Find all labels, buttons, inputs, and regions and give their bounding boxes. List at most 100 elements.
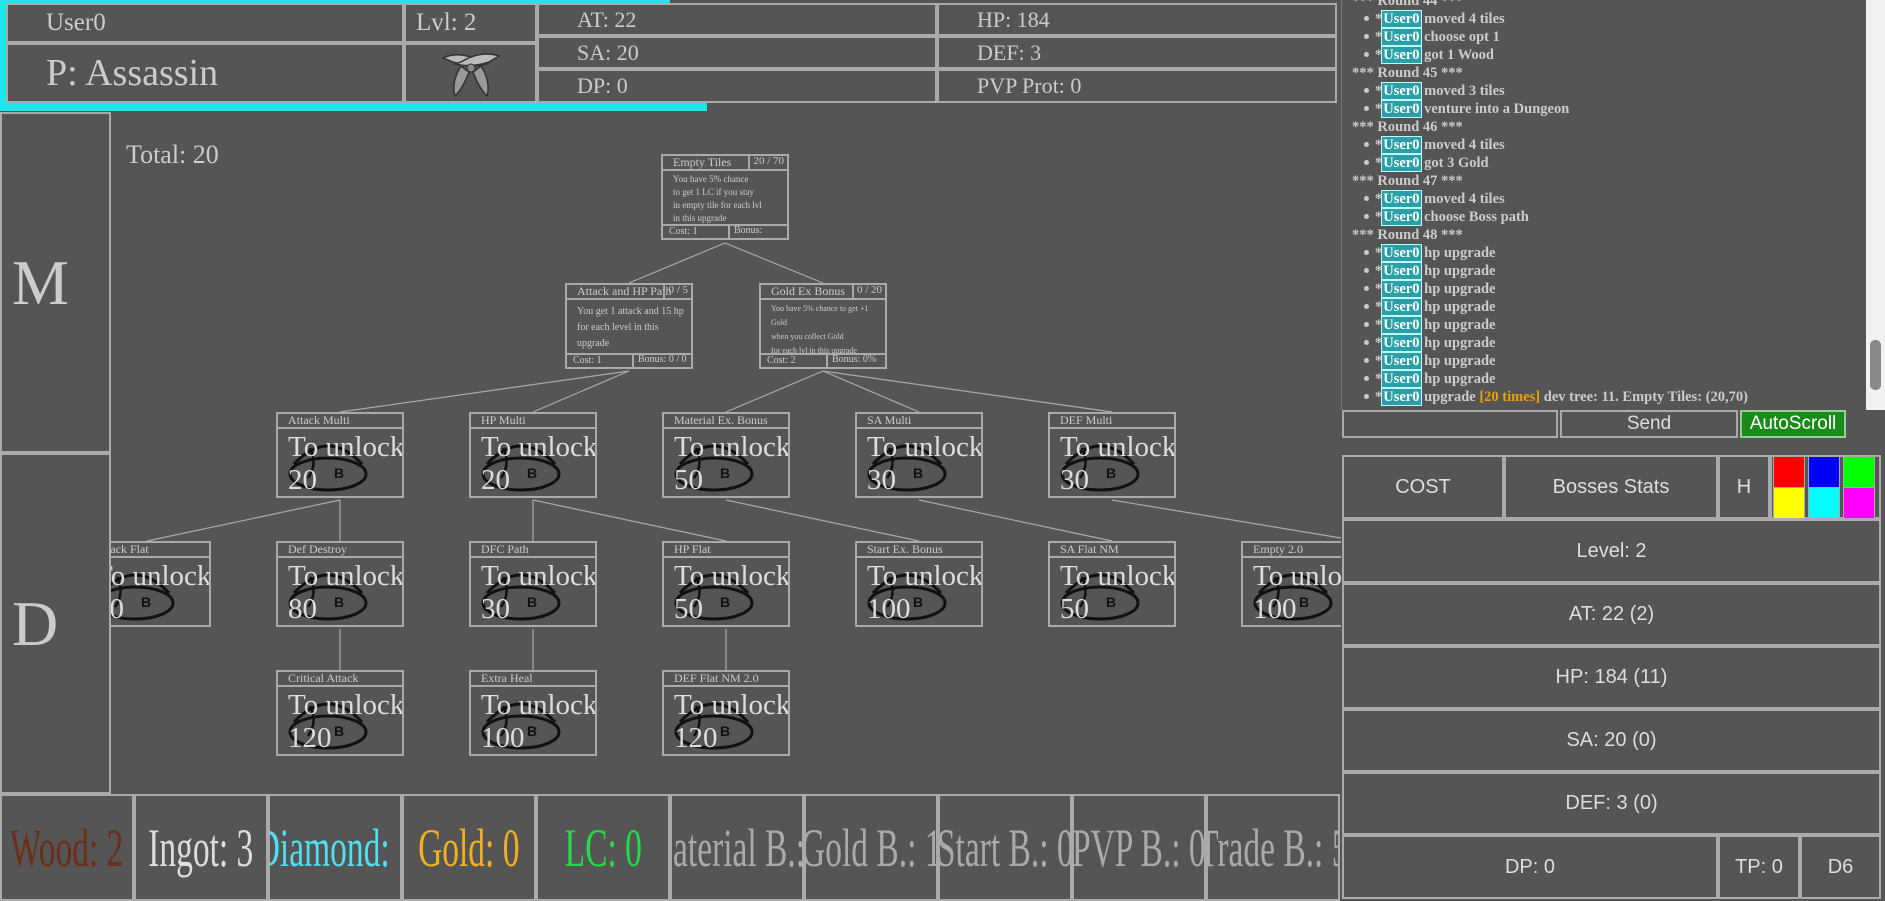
resource-gold: Gold: 0 (402, 794, 536, 901)
chat-round-line: *** Round 44 *** (1352, 0, 1885, 10)
color-swatch[interactable] (1773, 487, 1805, 519)
chat-line: *User0 moved 4 tiles (1352, 136, 1885, 154)
tab-bosses-stats[interactable]: Bosses Stats (1504, 455, 1718, 519)
chat-log[interactable]: *** Round 44 ****User0 moved 4 tiles*Use… (1341, 0, 1885, 410)
node-description: You have 5% chance to get +1 Gold when y… (771, 304, 869, 355)
chat-input[interactable] (1342, 410, 1558, 438)
chat-scrollbar[interactable] (1866, 0, 1885, 410)
chat-user-tag[interactable]: User0 (1381, 208, 1422, 226)
bullet (1364, 214, 1369, 220)
chat-user-tag[interactable]: User0 (1381, 334, 1422, 352)
lock-label: To unlock (1060, 431, 1176, 463)
bullet (1364, 16, 1369, 22)
chat-user-tag[interactable]: User0 (1381, 370, 1422, 388)
resource-gold-b: Gold B.: 1 (804, 794, 938, 901)
chat-user-tag[interactable]: User0 (1381, 10, 1422, 28)
chat-user-tag[interactable]: User0 (1381, 352, 1422, 370)
chat-text: got 3 Gold (1424, 155, 1489, 171)
chat-user-tag[interactable]: User0 (1381, 280, 1422, 298)
svg-text:B: B (720, 465, 730, 481)
tab-cost[interactable]: COST (1342, 455, 1504, 519)
lock-label: To unlock (867, 431, 983, 463)
unlock-cost: 50 (1060, 593, 1089, 625)
tab-d[interactable]: D (0, 453, 111, 794)
color-swatch[interactable] (1843, 487, 1875, 519)
crossed-daggers-icon (440, 53, 501, 98)
chat-times: [20 times] (1479, 389, 1541, 405)
tree-total: Total: 20 (126, 140, 219, 169)
node-count: 20 / 70 (748, 156, 787, 169)
chat-line: *User0 hp upgrade (1352, 316, 1885, 334)
resource-pvp-b: PVP B.: 0 (1072, 794, 1206, 901)
svg-text:B: B (1106, 594, 1116, 610)
bullet (1364, 34, 1369, 40)
chat-user-tag[interactable]: User0 (1381, 190, 1422, 208)
scrollbar-thumb[interactable] (1870, 340, 1881, 390)
bullet (1364, 250, 1369, 256)
color-picker (1770, 455, 1881, 519)
chat-line: *User0 venture into a Dungeon (1352, 100, 1885, 118)
bullet (1364, 160, 1369, 166)
chat-user-tag[interactable]: User0 (1381, 316, 1422, 334)
chat-user-tag[interactable]: User0 (1381, 82, 1422, 100)
lock-label: To unlock (674, 560, 790, 592)
node-count: 0 / 20 (851, 285, 885, 298)
chat-line: *User0 upgrade [20 times] dev tree: 11. … (1352, 388, 1885, 406)
bullet (1364, 304, 1369, 310)
svg-text:B: B (720, 594, 730, 610)
color-swatch[interactable] (1808, 456, 1840, 488)
color-swatch[interactable] (1843, 456, 1875, 488)
chat-user-tag[interactable]: User0 (1381, 136, 1422, 154)
chat-line: *User0 moved 4 tiles (1352, 190, 1885, 208)
node-title: Attack Multi (288, 414, 350, 427)
chat-user-tag[interactable]: User0 (1381, 100, 1422, 118)
unlock-cost: 120 (288, 722, 332, 754)
tab-h[interactable]: H (1718, 455, 1770, 519)
chat-text: hp upgrade (1424, 263, 1496, 279)
node-title: Def Destroy (288, 543, 347, 556)
tab-m[interactable]: M (0, 112, 111, 453)
color-swatch[interactable] (1808, 487, 1840, 519)
chat-user-tag[interactable]: User0 (1381, 298, 1422, 316)
chat-user-tag[interactable]: User0 (1381, 244, 1422, 262)
chat-user-tag[interactable]: User0 (1381, 388, 1422, 406)
autoscroll-button[interactable]: AutoScroll (1740, 410, 1846, 438)
chat-user-tag[interactable]: User0 (1381, 46, 1422, 64)
chat-text: choose opt 1 (1424, 29, 1500, 45)
resource-ingot: Ingot: 3 (134, 794, 268, 901)
chat-round-text: *** Round 44 *** (1352, 0, 1463, 9)
chat-user-tag[interactable]: User0 (1381, 262, 1422, 280)
color-swatch[interactable] (1773, 456, 1805, 488)
header-accent-top (0, 0, 670, 5)
dice-button[interactable]: D6 (1800, 835, 1881, 899)
send-button[interactable]: Send (1560, 410, 1738, 438)
node-title: Attack Flat (111, 543, 149, 556)
chat-user-tag[interactable]: User0 (1381, 154, 1422, 172)
chat-user-tag[interactable]: User0 (1381, 28, 1422, 46)
lock-label: To unlock (674, 431, 790, 463)
coin-pouch-icon: B (288, 444, 368, 492)
chat-line: *User0 choose Boss path (1352, 208, 1885, 226)
